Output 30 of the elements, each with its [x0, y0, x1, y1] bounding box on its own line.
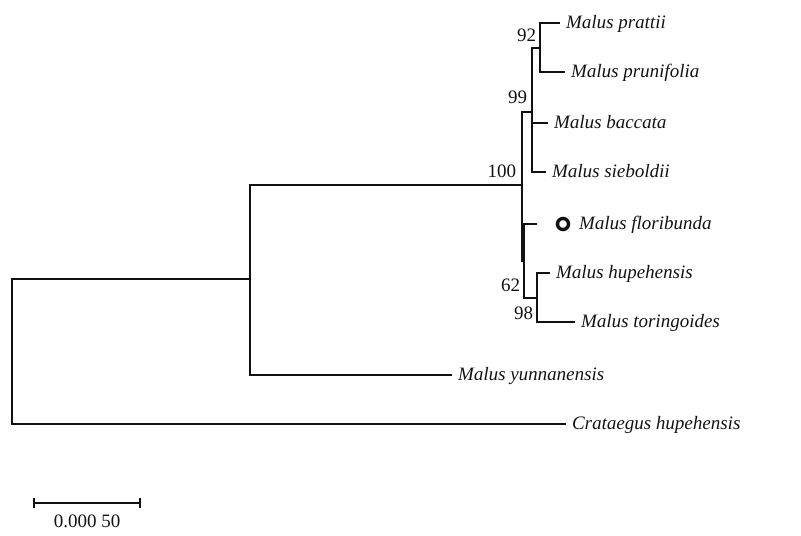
tree-branch — [13, 423, 566, 425]
bootstrap-value: 92 — [517, 26, 538, 46]
species-label: Malus prunifolia — [565, 61, 700, 83]
species-label: Malus floribunda — [579, 213, 712, 235]
tree-branch — [523, 223, 537, 261]
species-label: Crataegus hupehensis — [566, 413, 740, 435]
tree-branch — [539, 22, 560, 48]
tree-branch — [251, 374, 452, 376]
tree-branch — [539, 48, 565, 73]
tree-branch — [536, 298, 575, 323]
bootstrap-value: 100 — [488, 162, 518, 182]
bootstrap-value: 98 — [514, 304, 535, 324]
tree-branch — [251, 184, 522, 186]
species-label: Malus hupehensis — [550, 262, 693, 284]
species-label: Malus prattii — [560, 12, 666, 34]
tree-branch — [531, 47, 540, 112]
branch-line — [11, 278, 13, 425]
tree-branch — [521, 185, 524, 262]
tree-branch — [13, 278, 249, 280]
tree-branch — [536, 272, 550, 298]
bootstrap-value: 62 — [501, 276, 522, 296]
branch-line — [249, 184, 251, 376]
tree-branch — [521, 111, 532, 185]
species-label: Malus baccata — [548, 112, 666, 134]
species-label: Malus yunnanensis — [452, 364, 604, 386]
species-label: Malus toringoides — [575, 311, 720, 333]
bootstrap-value: 99 — [508, 88, 529, 108]
tree-branch — [523, 261, 537, 299]
species-label: Malus sieboldii — [546, 161, 670, 183]
scale-label: 0.000 50 — [54, 512, 120, 532]
